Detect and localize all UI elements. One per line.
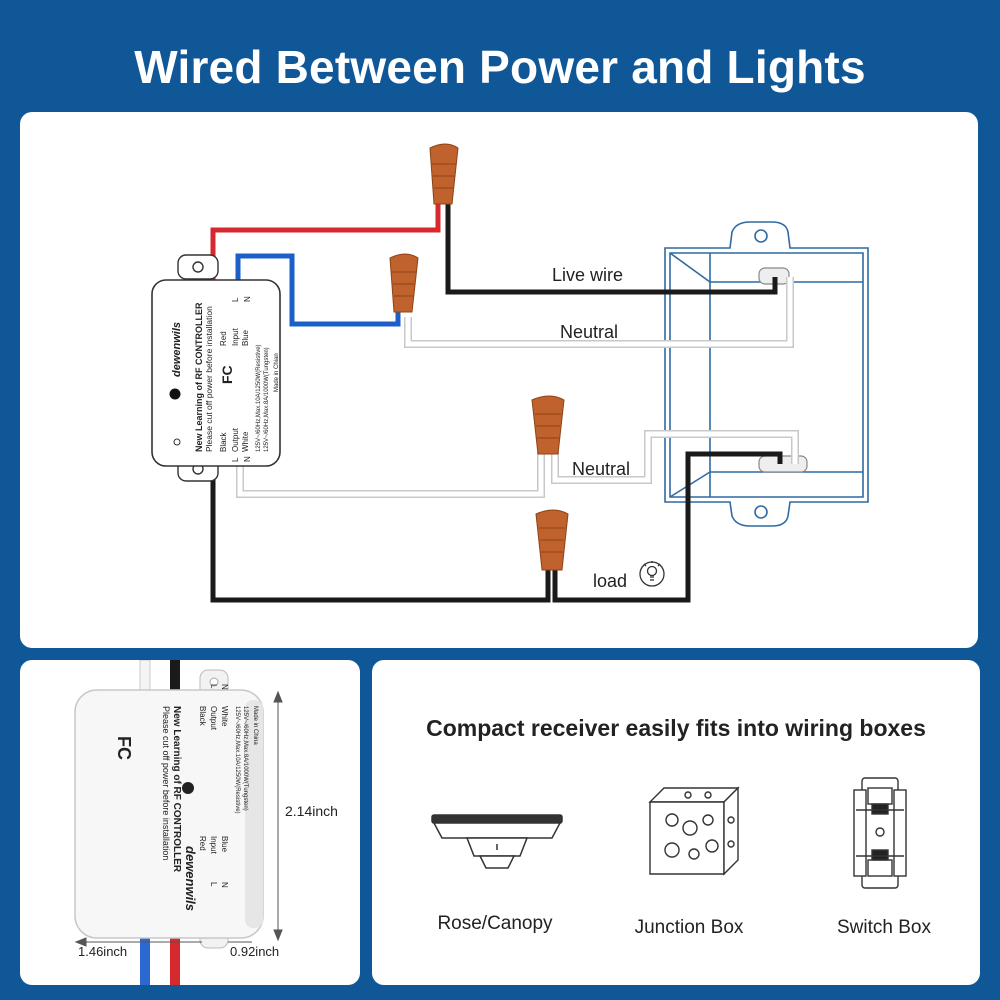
product-black: Black <box>198 706 207 727</box>
rf-controller-module <box>151 254 281 482</box>
product-illustration: New Learning of RF CONTROLLER Please cut… <box>74 660 338 985</box>
controller-made-in: Made in Chian <box>274 353 280 392</box>
height-dimension-line <box>273 690 283 942</box>
switch-box-icon <box>853 777 907 889</box>
product-label-group: New Learning of RF CONTROLLER Please cut… <box>114 684 258 911</box>
socket-bottom <box>758 455 808 473</box>
controller-output-label: Output <box>231 427 240 452</box>
neutral-label-bottom: Neutral <box>572 459 630 479</box>
rose-canopy-label: Rose/Canopy <box>437 913 553 934</box>
compatibility-heading: Compact receiver easily fits into wiring… <box>426 715 926 741</box>
product-input: Input <box>209 836 218 855</box>
wire-connector-4 <box>535 509 569 571</box>
width-label: 1.46inch <box>78 944 127 959</box>
product-n2: N <box>220 882 229 888</box>
controller-white-label: White <box>241 431 250 452</box>
controller-n-in: N <box>243 296 252 302</box>
product-red: Red <box>198 836 207 851</box>
switch-box-label: Switch Box <box>837 917 931 938</box>
rose-canopy-icon <box>431 814 563 869</box>
controller-red-label: Red <box>219 331 228 346</box>
load-label: load <box>593 571 627 591</box>
controller-blue-label: Blue <box>241 329 250 346</box>
product-l1: L <box>209 684 218 689</box>
junction-box-label: Junction Box <box>634 917 744 938</box>
controller-line2: Please cut off power before installation <box>204 306 214 452</box>
controller-spec2: 125V~/60Hz,Max.8A/1000W(Tungsten) <box>264 347 270 452</box>
product-brand: dewenwils <box>183 846 198 911</box>
blue-wire-bottom <box>140 930 150 985</box>
depth-label: 0.92inch <box>230 944 279 959</box>
wiring-diagram-panel: dewenwils New Learning of RF CONTROLLER … <box>20 112 978 648</box>
box-compatibility-panel: Compact receiver easily fits into wiring… <box>372 660 980 985</box>
live-wire-label: Live wire <box>552 265 623 285</box>
controller-spec1: 125V~/60Hz,Max.10A/1250W(Resistive) <box>256 344 262 452</box>
controller-input-label: Input <box>231 327 240 346</box>
controller-label-group: dewenwils New Learning of RF CONTROLLER … <box>171 296 280 462</box>
wire-connector-2 <box>389 253 419 313</box>
neutral-label-top: Neutral <box>560 322 618 342</box>
page-title: Wired Between Power and Lights <box>134 41 866 93</box>
product-made-in: Made in China <box>252 706 258 745</box>
controller-l-in: L <box>231 297 240 302</box>
product-blue: Blue <box>220 836 229 853</box>
live-wire-black <box>445 200 778 295</box>
product-white: White <box>220 706 229 727</box>
controller-line1: New Learning of RF CONTROLLER <box>194 302 204 452</box>
wiring-diagram: dewenwils New Learning of RF CONTROLLER … <box>151 143 869 603</box>
product-fcc-mark: FC <box>114 736 134 760</box>
neutral-wire-blue <box>235 253 401 327</box>
output-wire-black <box>210 462 551 603</box>
controller-black-label: Black <box>219 431 228 452</box>
controller-l-out: L <box>231 457 240 462</box>
product-spec1: 125V~/60Hz,Max.10A/1250W(Resistive) <box>234 706 240 814</box>
junction-box-icon <box>648 786 740 876</box>
product-output: Output <box>209 706 218 731</box>
controller-fcc-mark: FC <box>219 365 235 384</box>
wire-connector-1 <box>429 143 459 205</box>
product-dimensions-panel: New Learning of RF CONTROLLER Please cut… <box>20 660 360 985</box>
product-l2: L <box>209 882 218 887</box>
width-dimension-line <box>74 937 202 947</box>
height-label: 2.14inch <box>285 803 338 819</box>
box-icons <box>431 777 907 889</box>
product-n1: N <box>220 684 229 690</box>
controller-n-out: N <box>243 456 252 462</box>
product-line2: Please cut off power before installation <box>161 706 171 860</box>
load-wire-black <box>552 451 783 603</box>
black-wire-top <box>170 660 180 700</box>
product-spec2: 125V~/60Hz,Max.8A/1000W(Tungsten) <box>242 706 248 811</box>
red-wire-bottom <box>170 930 180 985</box>
neutral-wire-bottom <box>236 430 799 498</box>
product-line1: New Learning of RF CONTROLLER <box>171 706 182 873</box>
light-bulb-icon <box>639 561 665 587</box>
controller-brand: dewenwils <box>171 322 183 377</box>
learn-button <box>182 782 194 794</box>
neutral-wire-top <box>404 277 794 348</box>
wire-connector-3 <box>531 395 565 455</box>
controller-side <box>245 700 263 928</box>
